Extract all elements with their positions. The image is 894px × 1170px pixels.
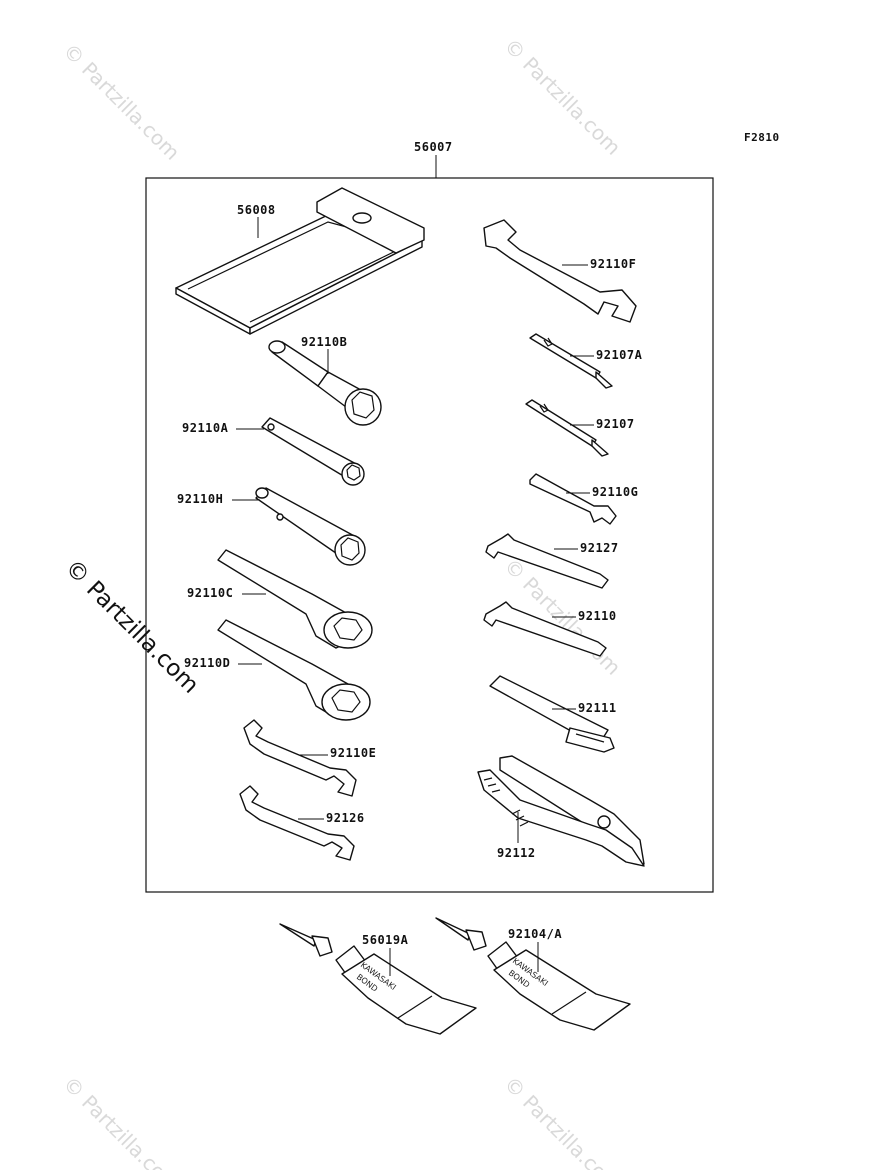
ring-wrench-c (217, 549, 373, 649)
screwdriver-a (529, 333, 613, 389)
small-wrench-g (529, 473, 617, 525)
ring-wrench-d (217, 619, 371, 721)
screwdriver (525, 399, 609, 457)
part-label-92107A: 92107A (596, 348, 643, 362)
part-label-56008: 56008 (237, 203, 276, 217)
part-label-92110B: 92110B (301, 335, 347, 349)
watermark-main: © Partzilla.com (60, 555, 204, 699)
watermark: © Partzilla.com (499, 34, 625, 160)
hex-key-92110 (483, 601, 607, 657)
part-label-92110: 92110 (578, 609, 617, 623)
box-wrench-b (268, 340, 382, 426)
part-label-92110C: 92110C (187, 586, 233, 600)
watermark: © Partzilla.com (58, 39, 184, 165)
part-label-56007: 56007 (414, 140, 453, 154)
part-label-92110G: 92110G (592, 485, 638, 499)
watermark: © Partzilla.com (58, 1072, 184, 1170)
open-wrench-e (243, 719, 357, 797)
part-label-92112: 92112 (497, 846, 536, 860)
hex-key-92127 (485, 533, 609, 589)
tool-kit-frame (145, 177, 714, 893)
part-label-92104A: 92104/A (508, 927, 562, 941)
part-label-92107: 92107 (596, 417, 635, 431)
box-wrench-h (255, 487, 366, 566)
bond-tube-2: KAWASAKI BOND (435, 917, 631, 1031)
part-label-92110A: 92110A (182, 421, 229, 435)
part-label-92110F: 92110F (590, 257, 636, 271)
part-label-56019A: 56019A (362, 933, 409, 947)
figure-code: F2810 (744, 131, 780, 144)
tool-handle (489, 675, 615, 753)
part-label-92127: 92127 (580, 541, 619, 555)
part-label-92110E: 92110E (330, 746, 376, 760)
part-label-92110H: 92110H (177, 492, 223, 506)
part-label-92126: 92126 (326, 811, 365, 825)
watermark: © Partzilla.com (499, 1072, 625, 1170)
part-label-92110D: 92110D (184, 656, 230, 670)
open-wrench-f (483, 219, 637, 323)
open-wrench-92126 (239, 785, 355, 861)
part-label-92111: 92111 (578, 701, 617, 715)
tool-case (175, 187, 425, 335)
box-wrench-a (261, 417, 365, 486)
bond-tube-1: KAWASAKI BOND (279, 923, 477, 1035)
